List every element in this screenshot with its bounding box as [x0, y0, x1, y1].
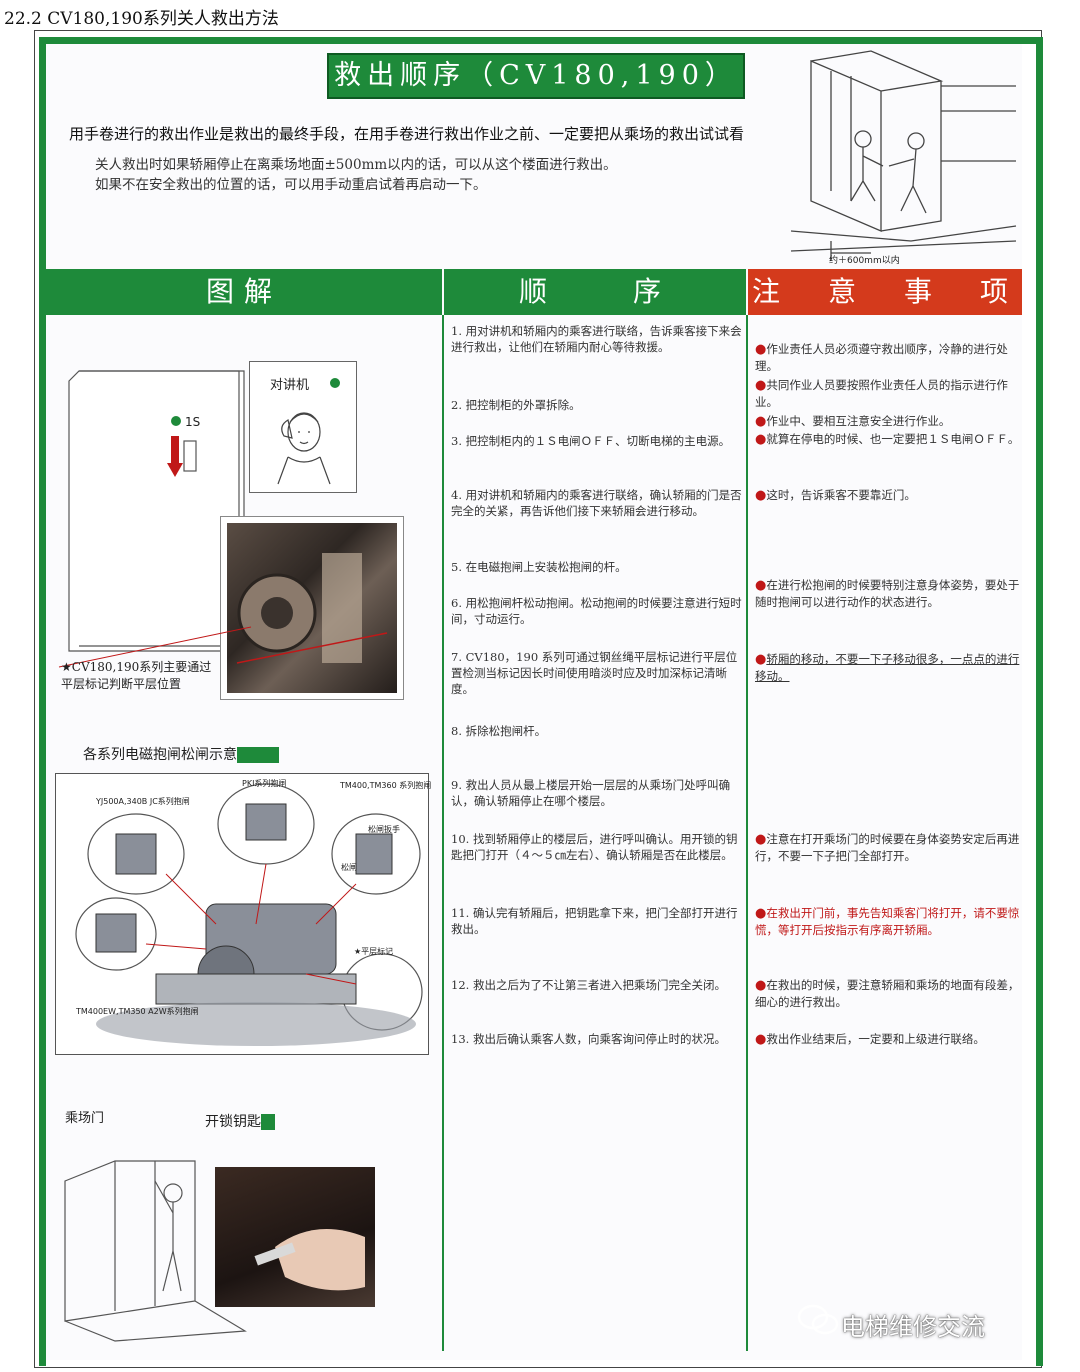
intercom-panel: 对讲机	[249, 361, 357, 493]
brake-diagram-title: 各系列电磁抱闸松闸示意＿＿＿	[83, 747, 279, 763]
step-1: 1. 用对讲机和轿厢内的乘客进行联络，告诉乘客接下来会进行救出，让他们在轿厢内耐…	[451, 324, 742, 354]
step-6: 6. 用松抱闸杆松动抱闸。松动抱闸的时候要注意进行短时间，寸动运行。	[451, 596, 742, 626]
note-2: ●共同作业人员要按照作业责任人员的指示进行作业。	[755, 378, 1008, 409]
green-dot-icon	[330, 378, 340, 388]
highlight-marker: ＿＿＿	[237, 747, 279, 763]
step-8: 8. 拆除松抱闸杆。	[451, 724, 547, 738]
step-9: 9. 救出人员从最上楼层开始一层层的从乘场门处呼叫确认，确认轿厢停止在哪个楼层。	[451, 778, 731, 808]
note-7: ●轿厢的移动，不要一下子移动很多，一点点的进行移动。	[755, 652, 1020, 683]
poster-title: 救出顺序（CV180,190）	[327, 53, 745, 99]
brake-label-yj500a: YJ500A,340B JC系列抱闸	[95, 796, 190, 806]
highlight-marker-2: ＿	[261, 1114, 275, 1130]
note-9: ●在救出开门前，事先告知乘客门将打开，请不要惊慌，等打开后按指示有序离开轿厢。	[755, 906, 1020, 937]
unlock-key-photo	[215, 1167, 375, 1307]
poster-background	[46, 44, 1022, 1360]
switch-label: 1S	[185, 415, 200, 429]
brake-label-release: 松闸	[341, 862, 357, 872]
landing-door-illustration	[64, 1160, 247, 1342]
step-10: 10. 找到轿厢停止的楼层后，进行呼叫确认。用开锁的钥匙把门打开（４～５㎝左右）…	[451, 832, 738, 862]
note-8: ●注意在打开乘场门的时候要在身体姿势安定后再进行，不要一下子把门全部打开。	[755, 832, 1020, 863]
step-4: 4. 用对讲机和轿厢内的乘客进行联络，确认轿厢的门是否完全的关紧，再告诉他们接下…	[451, 488, 742, 518]
brake-label-leveling-mark: ★平层标记	[354, 946, 393, 956]
intro-line-2: 如果不在安全救出的位置的话，可以用手动重启试着再启动一下。	[95, 177, 487, 193]
brake-label-tm400: TM400,TM360 系列抱闸	[339, 780, 431, 790]
wechat-icon	[797, 1304, 839, 1335]
pointer-line	[58, 626, 252, 668]
step-11: 11. 确认完有轿厢后，把钥匙拿下来，把门全部打开进行救出。	[451, 906, 738, 936]
header-diagram: 图解	[46, 269, 442, 315]
note-3: ●作业中、要相互注意安全进行作业。	[755, 414, 951, 429]
step-2: 2. 把控制柜的外罩拆除。	[451, 398, 581, 412]
landing-door-label: 乘场门	[65, 1111, 105, 1126]
brake-release-diagram: PKI系列抱闸 TM400,TM360 系列抱闸 YJ500A,340B JC系…	[55, 773, 431, 1055]
note-5: ●这时，告诉乘客不要靠近门。	[755, 488, 916, 503]
green-frame	[39, 37, 1043, 1366]
header-notes: 注 意 事 项	[748, 269, 1022, 315]
note-4: ●就算在停电的时候、也一定要把１Ｓ电闸ＯＦＦ。	[755, 432, 1020, 447]
intro-line-1: 关人救出时如果轿厢停止在离乘场地面±500mm以内的话，可以从这个楼面进行救出。	[95, 157, 617, 173]
note-11: ●救出作业结束后，一定要和上级进行联络。	[755, 1032, 985, 1047]
rescue-poster: 救出顺序（CV180,190） 用手卷进行的救出作业是救出的最终手段，在用手卷进…	[34, 30, 1043, 1368]
brake-label-tm400ew: TM400EW,TM350 A2W系列抱闸	[75, 1006, 199, 1016]
step-3: 3. 把控制柜内的１Ｓ电闸ＯＦＦ、切断电梯的主电源。	[451, 434, 731, 448]
column-divider-2	[746, 315, 748, 1351]
illustration-caption: 约＋600mm以内	[829, 254, 900, 266]
note-10: ●在救出的时候，要注意轿厢和乘场的地面有段差，细心的进行救出。	[755, 978, 1020, 1009]
note-1: ●作业责任人员必须遵守救出顺序，冷静的进行处理。	[755, 342, 1008, 373]
step-7: 7. CV180，190 系列可通过钢丝绳平层标记进行平层位置检测当标记因长时间…	[451, 650, 738, 696]
table-header-row: 图解 顺 序 注 意 事 项	[46, 269, 1022, 315]
elevator-rescue-illustration: 约＋600mm以内	[790, 50, 1017, 266]
brake-label-wrench: 松闸扳手	[368, 824, 400, 834]
unlock-key-label: 开锁钥匙＿	[205, 1114, 275, 1130]
leveling-mark-caption: ★CV180,190系列主要通过平层标记判断平层位置	[61, 660, 212, 691]
operator-with-phone-icon	[277, 412, 331, 485]
brake-label-pki: PKI系列抱闸	[242, 778, 286, 788]
header-sequence: 顺 序	[444, 269, 746, 315]
step-12: 12. 救出之后为了不让第三者进入把乘场门完全关闭。	[451, 978, 726, 992]
traction-machine-photo	[220, 516, 404, 700]
intro-main-text: 用手卷进行的救出作业是救出的最终手段，在用手卷进行救出作业之前、一定要把从乘场的…	[69, 125, 745, 143]
note-6: ●在进行松抱闸的时候要特别注意身体姿势，要处于随时抱闸可以进行动作的状态进行。	[755, 578, 1020, 609]
control-cabinet-diagram: 1S	[68, 370, 245, 652]
column-divider-1	[442, 315, 444, 1351]
watermark-text: 电梯维修交流	[841, 1313, 985, 1341]
step-5: 5. 在电磁抱闸上安装松抱闸的杆。	[451, 560, 627, 574]
document-heading: 22.2 CV180,190系列关人救出方法	[4, 9, 279, 29]
step-13: 13. 救出后确认乘客人数，向乘客询问停止时的状况。	[451, 1032, 726, 1046]
intercom-label: 对讲机	[270, 378, 310, 393]
